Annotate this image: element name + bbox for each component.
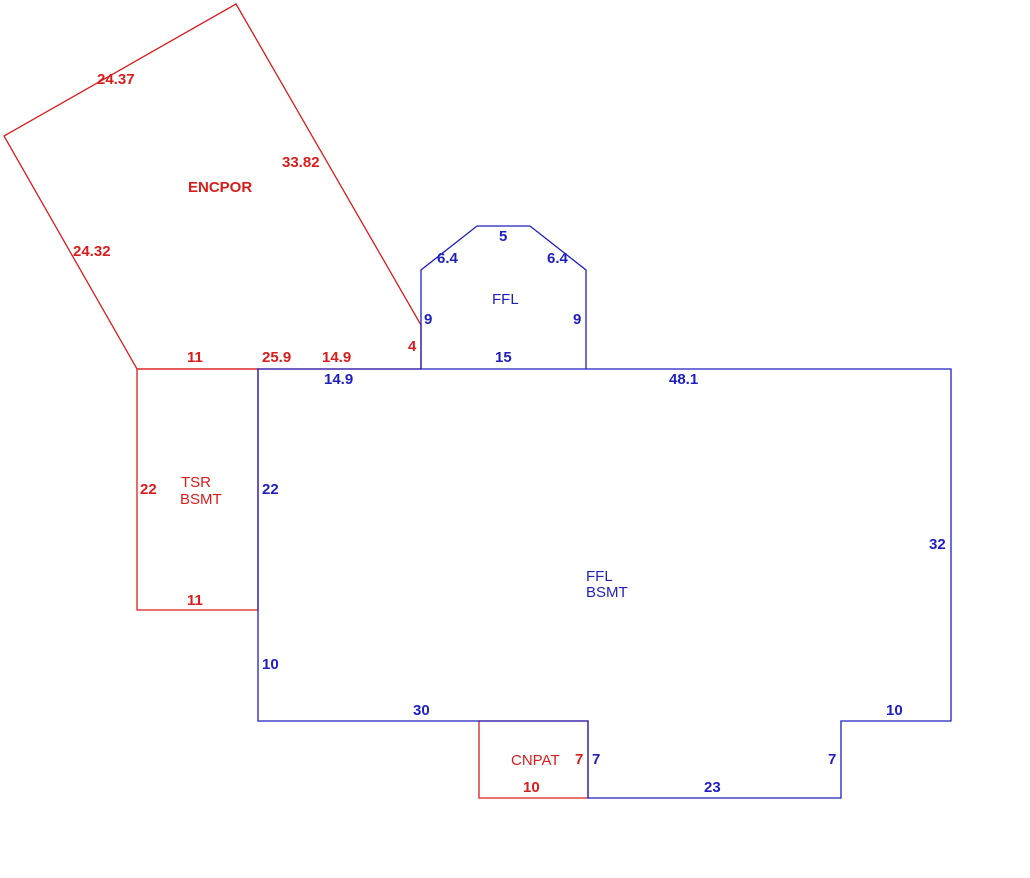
dim-tsr-left: 22 bbox=[140, 481, 157, 498]
dim-cnpat-bottom: 10 bbox=[523, 779, 540, 796]
dim-main-bottom-right: 23 bbox=[704, 779, 721, 796]
area-label-bsmt-main: BSMT bbox=[586, 584, 628, 601]
dim-ffl-diag-right: 6.4 bbox=[547, 250, 569, 267]
dim-tsr-bottom: 11 bbox=[187, 592, 203, 609]
dim-main-top-right: 48.1 bbox=[669, 371, 698, 388]
dim-main-left-lower: 10 bbox=[262, 656, 279, 673]
dim-por-right: 33.82 bbox=[282, 154, 320, 171]
dim-ffl-diag-left: 6.4 bbox=[437, 250, 459, 267]
dim-main-step-right: 7 bbox=[828, 751, 836, 768]
dim-por-bottom-25-9: 25.9 bbox=[262, 349, 291, 366]
dim-por-top: 24.37 bbox=[97, 71, 135, 88]
dim-main-bottom-left: 30 bbox=[413, 702, 430, 719]
dim-cnpat-right-red: 7 bbox=[575, 751, 583, 768]
dim-por-left: 24.32 bbox=[73, 243, 111, 260]
dim-main-right: 32 bbox=[929, 536, 946, 553]
area-label-enc-por: ENCPOR bbox=[188, 179, 252, 196]
dim-main-step-top: 10 bbox=[886, 702, 903, 719]
dim-tsr-right: 22 bbox=[262, 481, 279, 498]
area-label-tsr: TSR bbox=[181, 474, 211, 491]
area-label-ffl-main: FFL bbox=[586, 568, 613, 585]
dim-ffl-top: 5 bbox=[499, 228, 507, 245]
area-label-ffl: FFL bbox=[492, 291, 519, 308]
dim-por-bottom-11: 11 bbox=[187, 349, 203, 366]
area-label-tsr-bsmt: BSMT bbox=[180, 491, 222, 508]
dim-ffl-left: 9 bbox=[424, 311, 432, 328]
dim-por-bottom-14-9: 14.9 bbox=[322, 349, 351, 366]
dim-ffl-bottom: 15 bbox=[495, 349, 512, 366]
area-label-cnpat: CNPAT bbox=[511, 752, 560, 769]
dim-cnpat-right-blue: 7 bbox=[592, 751, 600, 768]
ffl-bsmt-outline bbox=[257, 368, 952, 799]
dim-main-top-left: 14.9 bbox=[324, 371, 353, 388]
dim-ffl-right: 9 bbox=[573, 311, 581, 328]
dim-por-4: 4 bbox=[408, 338, 417, 355]
ffl-bay-outline bbox=[420, 225, 587, 369]
